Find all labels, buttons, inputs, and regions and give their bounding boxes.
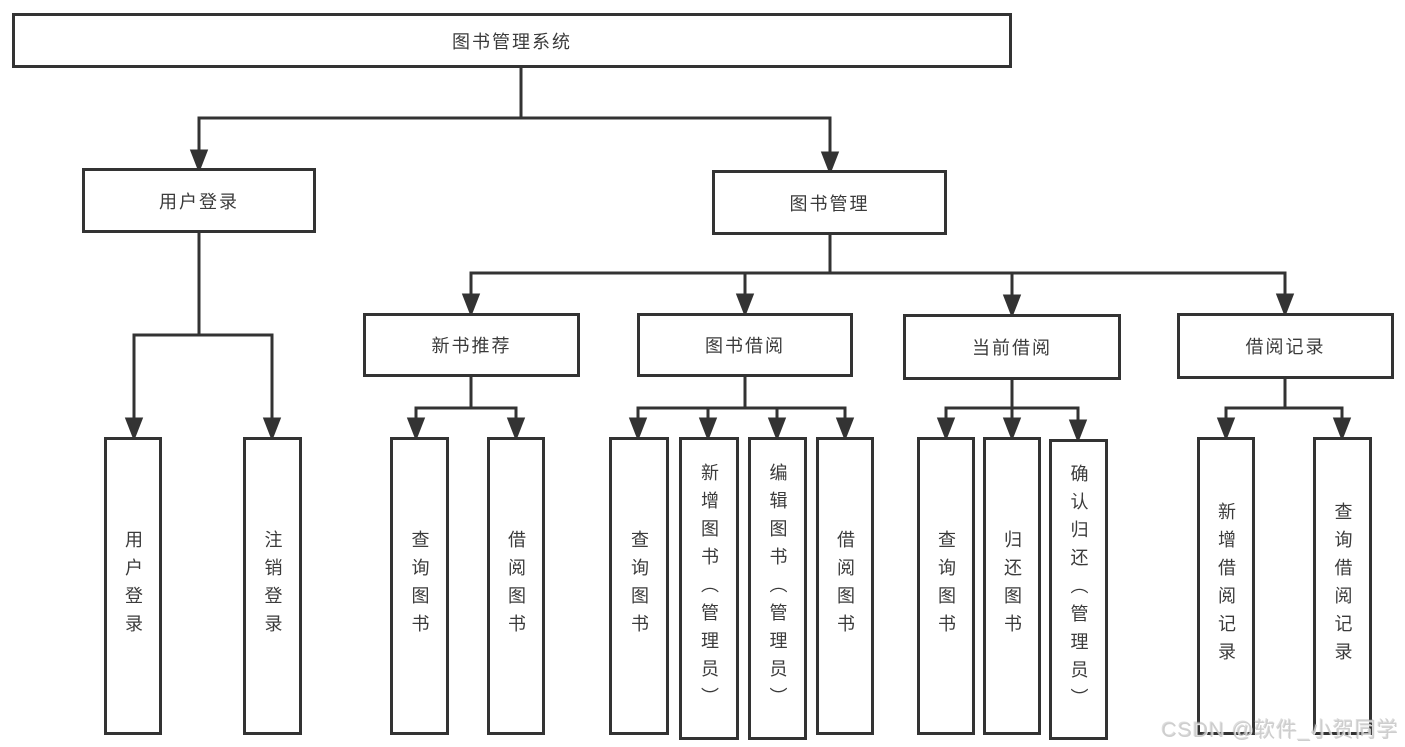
- arrowhead: [1068, 419, 1088, 444]
- arrowhead: [189, 149, 209, 174]
- arrowhead: [820, 151, 840, 176]
- arrowhead: [461, 293, 481, 318]
- arrowhead: [735, 293, 755, 318]
- node-book-borrow-label: 图书借阅: [705, 336, 785, 356]
- arrowhead: [1332, 417, 1352, 442]
- leaf-br-add-label: 新增借阅记录: [1216, 502, 1236, 670]
- leaf-login: 用户登录: [104, 437, 162, 735]
- arrowhead: [1216, 417, 1236, 442]
- leaf-nb-borrow-label: 借阅图书: [506, 530, 526, 642]
- node-book-mgmt: 图书管理: [712, 170, 947, 235]
- leaf-logout: 注销登录: [243, 437, 302, 735]
- leaf-cb-query-label: 查询图书: [936, 530, 956, 642]
- leaf-bb-add: 新增图书（管理员）: [679, 437, 739, 740]
- node-root-label: 图书管理系统: [452, 31, 572, 52]
- node-borrow-record-label: 借阅记录: [1245, 337, 1326, 357]
- arrowhead: [262, 417, 282, 442]
- leaf-bb-edit-label: 编辑图书（管理员）: [767, 462, 788, 715]
- arrowhead: [835, 417, 855, 442]
- node-current-borrow: 当前借阅: [903, 314, 1121, 380]
- leaf-cb-query: 查询图书: [917, 437, 975, 735]
- csdn-watermark: CSDN @软件_小贺同学: [1161, 719, 1399, 742]
- arrowhead: [628, 417, 648, 442]
- node-new-book: 新书推荐: [363, 313, 580, 377]
- arrowhead: [1002, 294, 1022, 319]
- leaf-bb-borrow-label: 借阅图书: [835, 530, 855, 642]
- node-user-login-label: 用户登录: [159, 191, 239, 212]
- leaf-cb-confirm-label: 确认归还（管理员）: [1068, 463, 1089, 716]
- node-new-book-label: 新书推荐: [431, 336, 512, 356]
- leaf-cb-return-label: 归还图书: [1002, 530, 1022, 642]
- leaf-cb-return: 归还图书: [983, 437, 1041, 735]
- leaf-br-query: 查询借阅记录: [1313, 437, 1372, 735]
- arrowhead: [1275, 293, 1295, 318]
- leaf-bb-edit: 编辑图书（管理员）: [748, 437, 807, 740]
- node-current-borrow-label: 当前借阅: [972, 338, 1052, 358]
- arrowhead: [124, 417, 144, 442]
- node-book-borrow: 图书借阅: [637, 313, 853, 377]
- arrowhead: [506, 417, 526, 442]
- leaf-bb-add-label: 新增图书（管理员）: [699, 462, 719, 715]
- arrowhead: [698, 417, 718, 442]
- node-borrow-record: 借阅记录: [1177, 313, 1394, 379]
- arrowhead: [406, 417, 426, 442]
- leaf-cb-confirm: 确认归还（管理员）: [1049, 439, 1108, 740]
- arrowhead: [1002, 417, 1022, 442]
- leaf-nb-query: 查询图书: [390, 437, 449, 735]
- leaf-br-add: 新增借阅记录: [1197, 437, 1255, 735]
- node-root: 图书管理系统: [12, 13, 1012, 68]
- leaf-nb-borrow: 借阅图书: [487, 437, 545, 735]
- arrowhead: [936, 417, 956, 442]
- arrowhead: [767, 417, 787, 442]
- leaf-nb-query-label: 查询图书: [409, 530, 430, 642]
- node-book-mgmt-label: 图书管理: [789, 193, 870, 214]
- leaf-bb-query-label: 查询图书: [629, 530, 649, 642]
- node-user-login: 用户登录: [82, 168, 316, 233]
- leaf-login-label: 用户登录: [123, 530, 143, 642]
- leaf-bb-query: 查询图书: [609, 437, 669, 735]
- leaf-bb-borrow: 借阅图书: [816, 437, 874, 735]
- leaf-logout-label: 注销登录: [262, 530, 283, 642]
- leaf-br-query-label: 查询借阅记录: [1332, 502, 1353, 670]
